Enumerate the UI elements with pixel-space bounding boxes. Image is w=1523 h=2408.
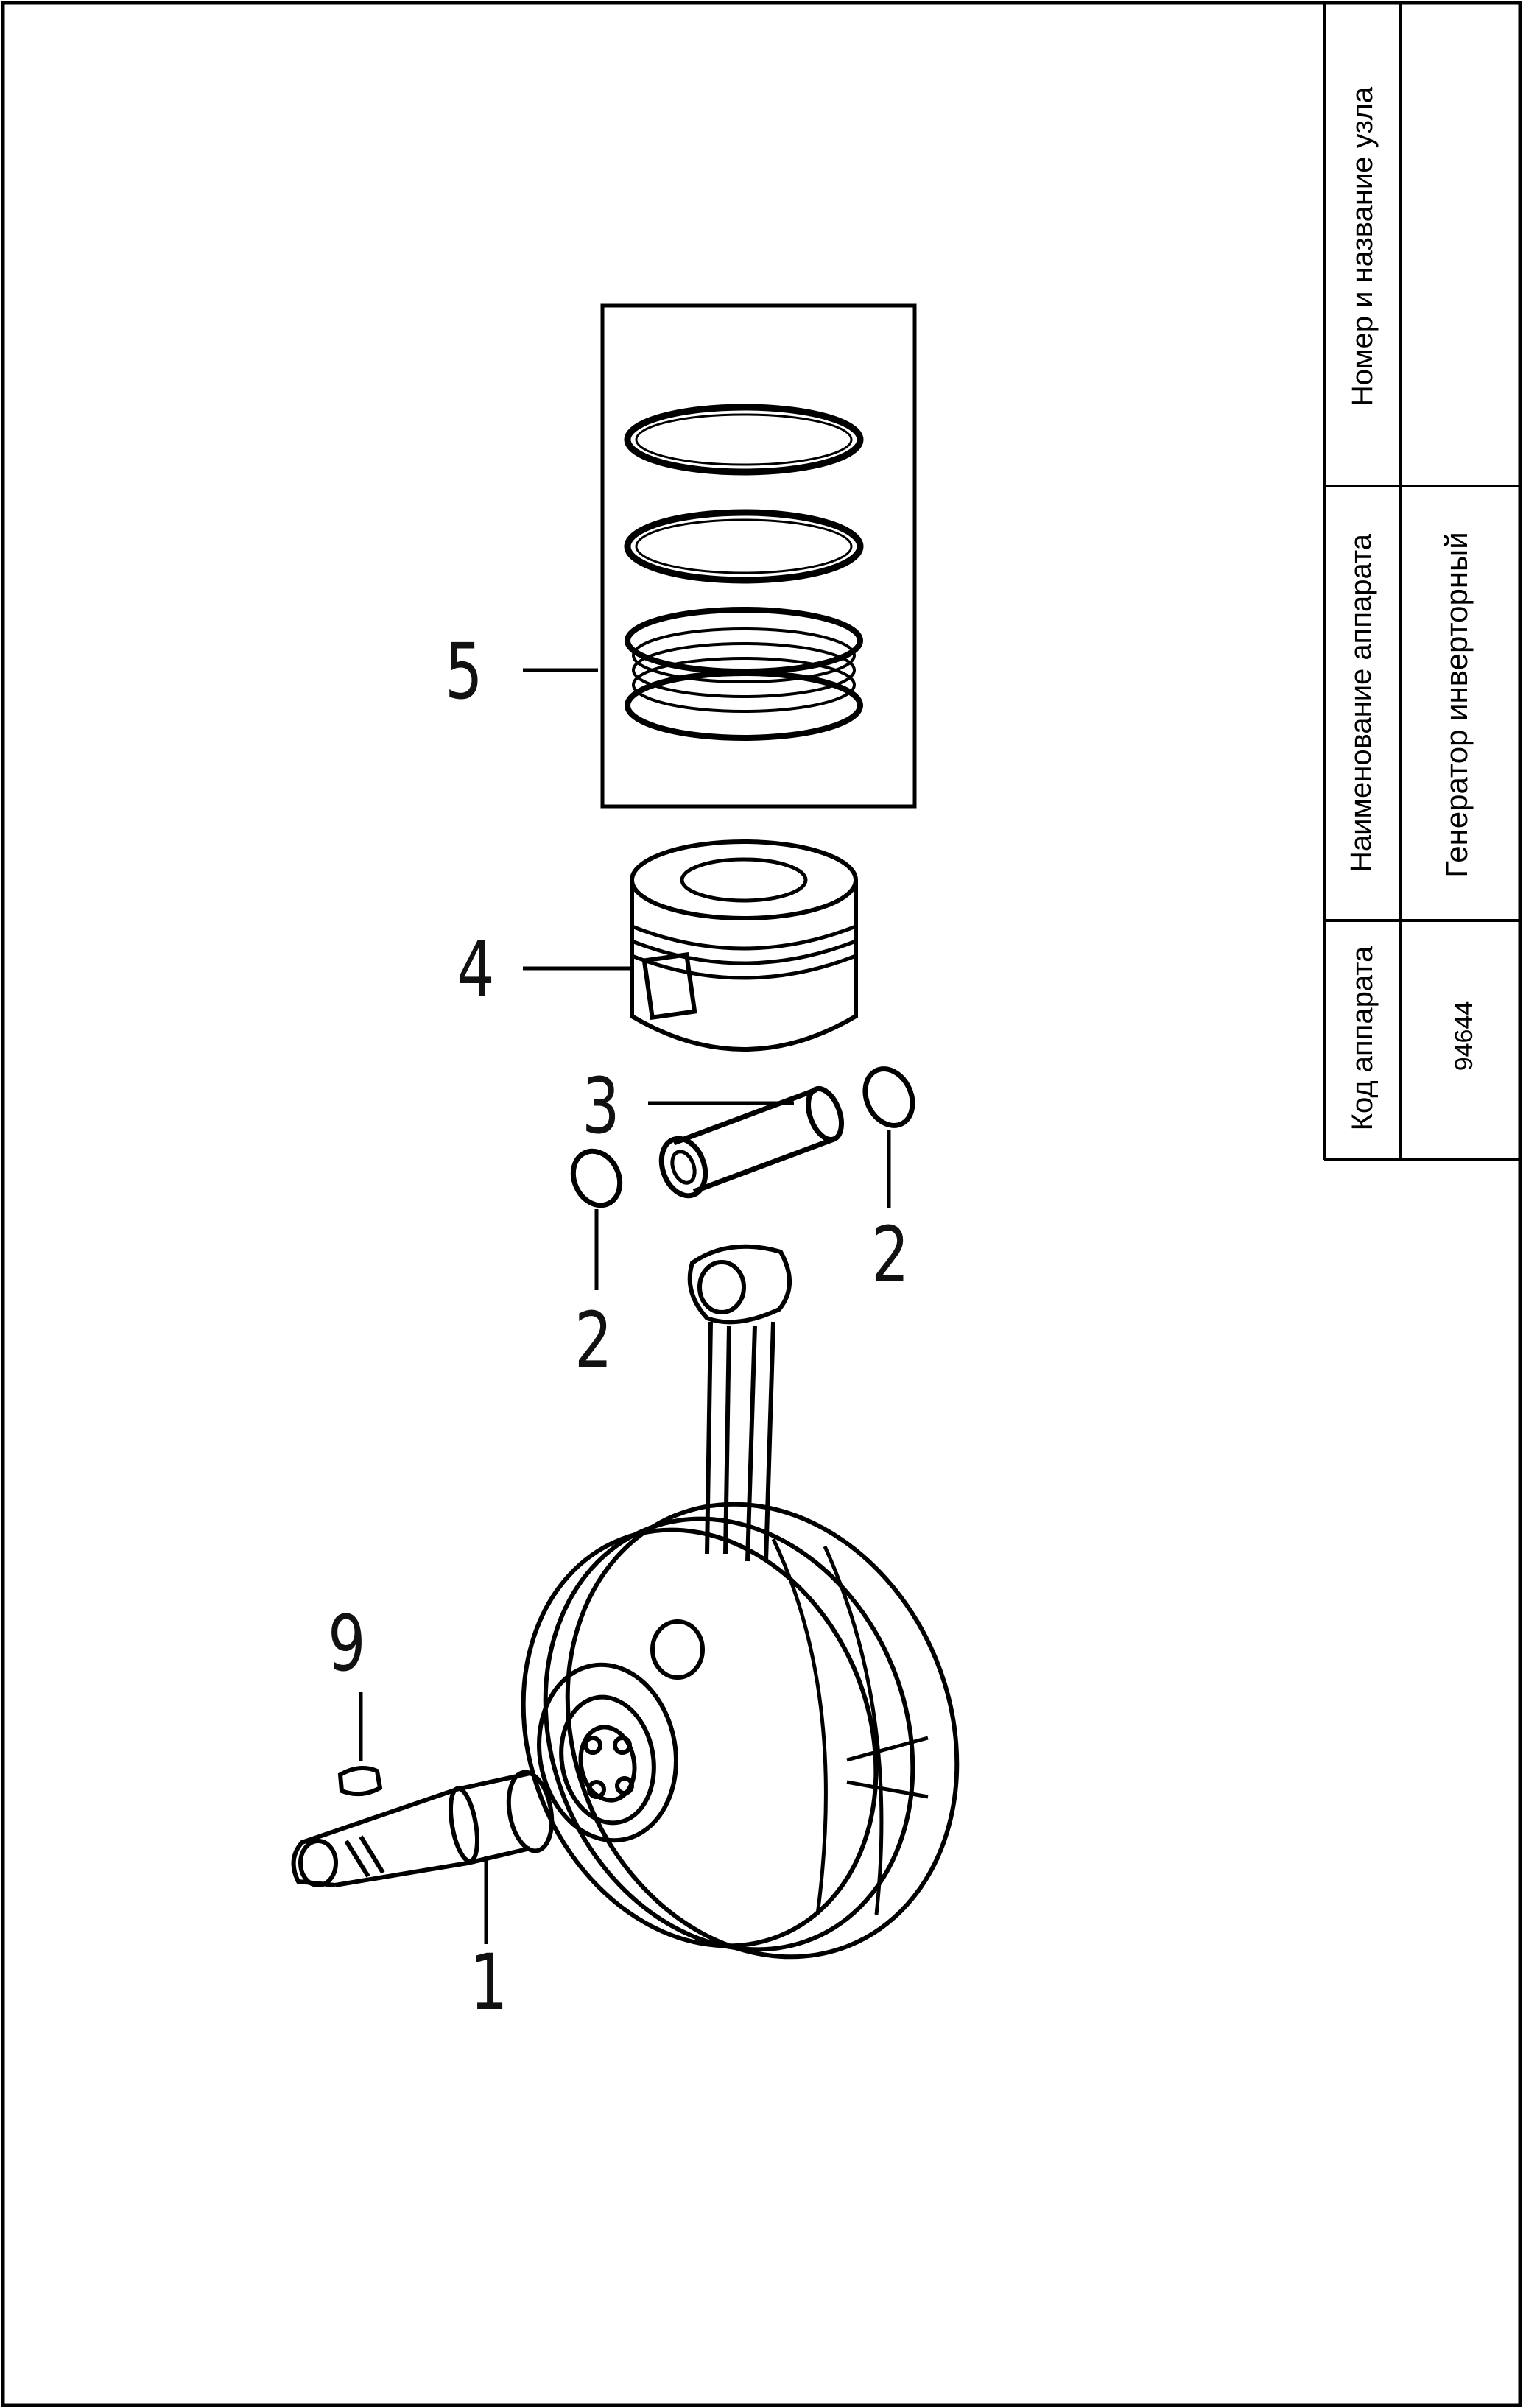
callout-2-left: 2 <box>574 1295 613 1385</box>
piston-pin <box>658 1085 844 1199</box>
woodruff-key <box>337 1766 383 1797</box>
callout-2-right: 2 <box>871 1210 910 1300</box>
header-device-name: Наименование аппарата <box>1345 534 1377 873</box>
crankshaft-connecting-rod <box>291 1244 960 1960</box>
device-code-value: 94644 <box>1450 1001 1478 1071</box>
ring-set-box <box>600 303 917 809</box>
callout-9: 9 <box>328 1599 366 1689</box>
callout-1: 1 <box>470 1937 508 2027</box>
piston-ring-set <box>600 303 917 809</box>
piston <box>630 839 858 1052</box>
callout-3: 3 <box>582 1061 620 1151</box>
callout-4: 4 <box>457 925 495 1015</box>
node-name-value <box>1441 64 1480 432</box>
header-device-code: Код аппарата <box>1346 946 1379 1131</box>
device-name-value: Генератор инверторный <box>1439 532 1474 878</box>
piston-pin-clip <box>570 1066 915 1208</box>
title-block <box>1323 3 1520 1161</box>
callout-5: 5 <box>445 627 483 717</box>
header-node-name: Номер и название узла <box>1346 86 1379 407</box>
